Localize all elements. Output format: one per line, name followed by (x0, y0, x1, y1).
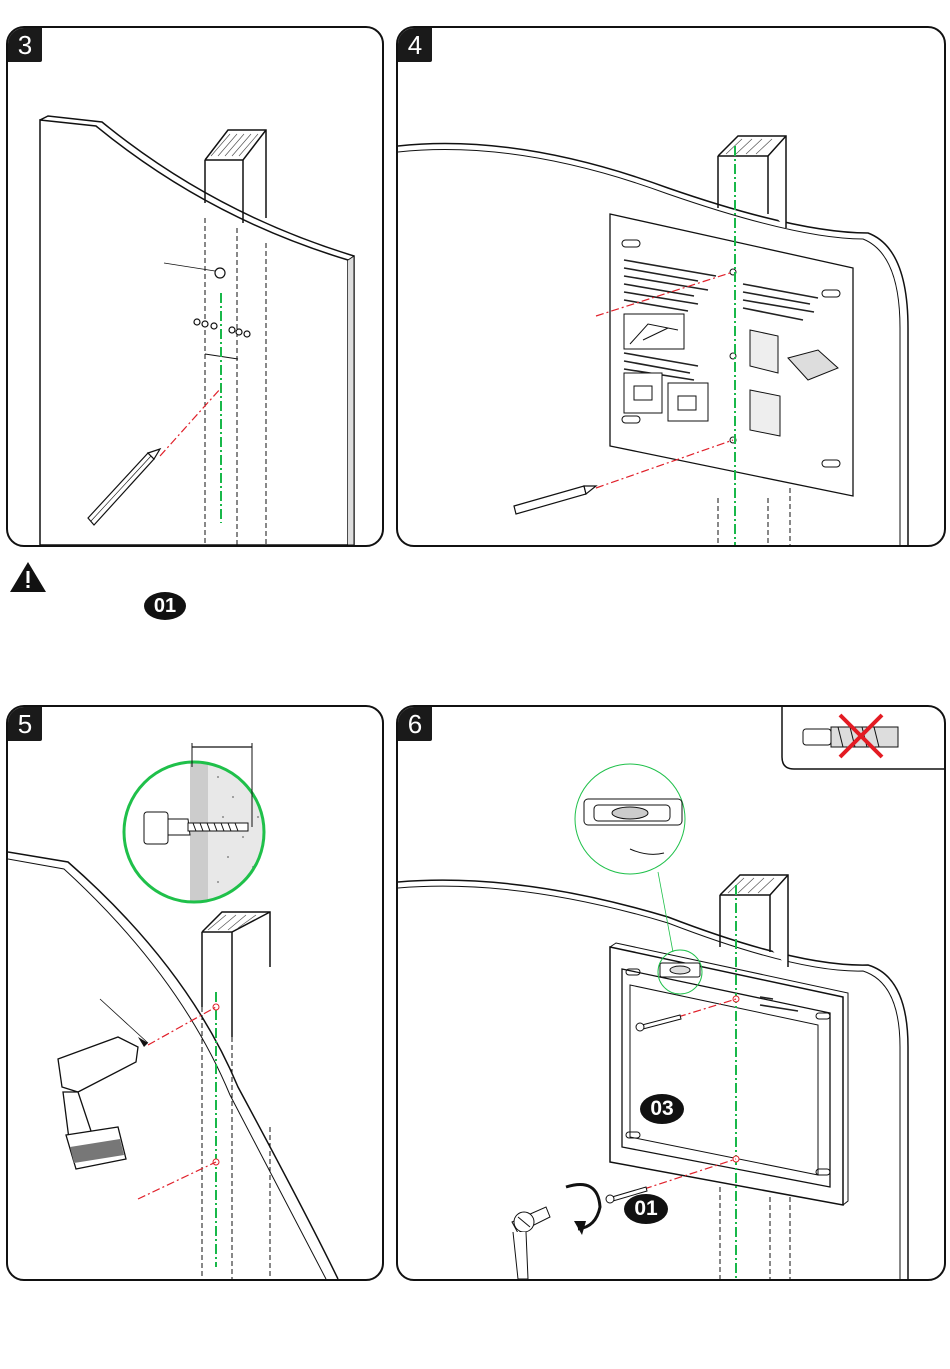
rotate-arrow-icon (566, 1185, 600, 1236)
warning-row (8, 560, 48, 599)
step-3-illustration (8, 28, 382, 545)
bracket-part-badge: 03 (640, 1094, 684, 1124)
step-4-badge: 4 (398, 28, 432, 62)
step-5-illustration (8, 707, 382, 1279)
step-5-panel: 5 (6, 705, 384, 1281)
wrench-icon (512, 1207, 550, 1279)
step-4-illustration (398, 28, 944, 545)
step-6-badge: 6 (398, 707, 432, 741)
step-5-badge: 5 (8, 707, 42, 741)
step-6-panel: 6 03 01 (396, 705, 946, 1281)
drill-icon (58, 999, 148, 1169)
step-4-panel: 4 (396, 26, 946, 547)
screw-part-badge-step6: 01 (624, 1194, 668, 1224)
no-anchor-icon (782, 707, 944, 769)
depth-callout (124, 743, 268, 902)
pencil-icon (514, 486, 596, 514)
screw-part-badge: 01 (144, 592, 186, 620)
level-callout (575, 764, 685, 952)
step-6-illustration (398, 707, 944, 1279)
step-3-panel: 3 (6, 26, 384, 547)
warning-icon (8, 560, 48, 594)
step-3-badge: 3 (8, 28, 42, 62)
